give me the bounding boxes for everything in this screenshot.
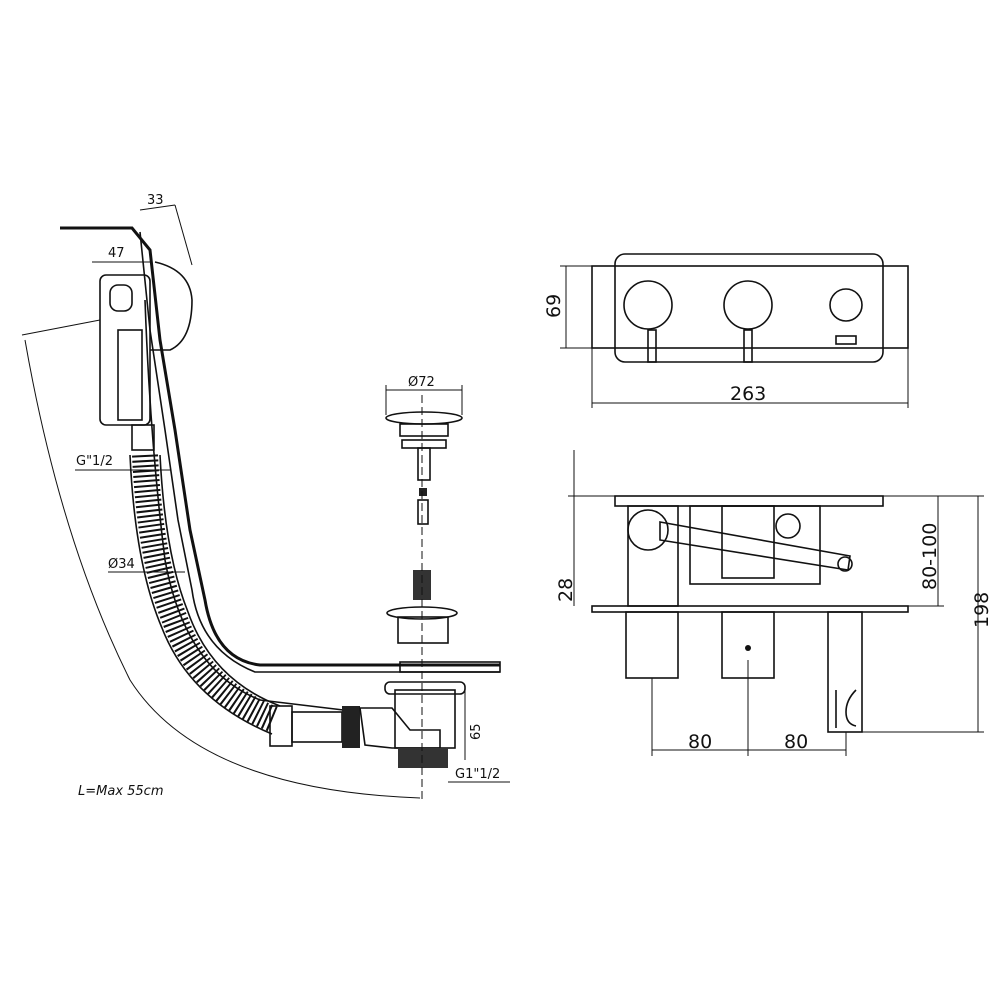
bath-wall-profile: [60, 226, 500, 667]
hose-hook: [835, 689, 857, 728]
label-80-left: 80: [688, 731, 712, 753]
diverter-symbol: [775, 513, 801, 539]
bath-wall-inner: [139, 231, 500, 673]
faceplate: [591, 265, 909, 349]
handle-left: [623, 280, 673, 330]
waste-thread: [398, 748, 448, 768]
label-198: 198: [971, 592, 993, 628]
bath-waste-assembly: 33 47 G"1/2 Ø34 L=Max 55cm Ø72 65 G1"1/2: [21, 193, 510, 800]
label-47: 47: [108, 246, 125, 261]
label-80100: 80-100: [919, 523, 941, 590]
label-length: L=Max 55cm: [78, 784, 164, 799]
label-80-right: 80: [784, 731, 808, 753]
plug-body: [399, 423, 449, 437]
corrugated-hose-edge-a: [129, 454, 273, 735]
lever-center: [743, 329, 753, 363]
trap-inlet-nut: [342, 706, 360, 748]
control-cable: [144, 299, 361, 713]
wall-plane: [591, 605, 909, 613]
side-lever: [659, 521, 851, 571]
stem-left: [627, 505, 679, 607]
lever-left: [647, 329, 657, 363]
waste-trap-body: [359, 707, 441, 749]
corrugated-hose-edge-b: [159, 454, 281, 707]
label-g112: G1"1/2: [455, 767, 500, 782]
corrugated-hose-outer: [132, 454, 281, 733]
diverter-tab: [835, 335, 857, 345]
handle-right: [829, 288, 863, 322]
hose-connector: [291, 711, 343, 743]
label-28: 28: [555, 578, 577, 602]
label-g12: G"1/2: [76, 454, 113, 469]
bath-floor-plate: [399, 661, 501, 673]
dim-33-ext: [174, 204, 193, 266]
mixer-front-view: 263 69: [543, 253, 909, 408]
hose-nut: [269, 705, 293, 747]
side-handle: [627, 509, 669, 551]
plug-spindle: [417, 447, 431, 481]
waste-neck: [394, 689, 456, 749]
plug-disc: [401, 439, 447, 449]
plug-seat-body: [397, 616, 449, 644]
outlet-left: [625, 611, 679, 679]
body-inner-a: [721, 505, 775, 579]
side-faceplate: [614, 495, 884, 507]
plug-spring: [417, 499, 429, 525]
plug-pin: [419, 488, 427, 496]
label-65: 65: [469, 723, 484, 740]
label-263: 263: [730, 383, 766, 405]
handle-center: [723, 280, 773, 330]
label-d72: Ø72: [408, 375, 435, 390]
label-d34: Ø34: [108, 557, 135, 572]
overflow-nozzle: [131, 424, 155, 451]
dim-length-arc: [21, 319, 421, 799]
centre-mark: [745, 645, 751, 651]
plug-cap: [385, 411, 463, 425]
side-lever-tip: [837, 556, 853, 572]
overflow-stem: [117, 329, 143, 421]
waste-flange: [384, 681, 466, 695]
overflow-cap: [150, 261, 193, 351]
label-69: 69: [543, 294, 565, 318]
label-33: 33: [147, 193, 164, 208]
body-block: [689, 505, 821, 585]
outlet-right: [827, 611, 863, 733]
mixer-side-view: 28 80-100 198 80 80: [555, 450, 993, 756]
overflow-nut: [109, 284, 133, 312]
dim-33-line: [139, 204, 176, 211]
plug-insert: [413, 570, 431, 600]
